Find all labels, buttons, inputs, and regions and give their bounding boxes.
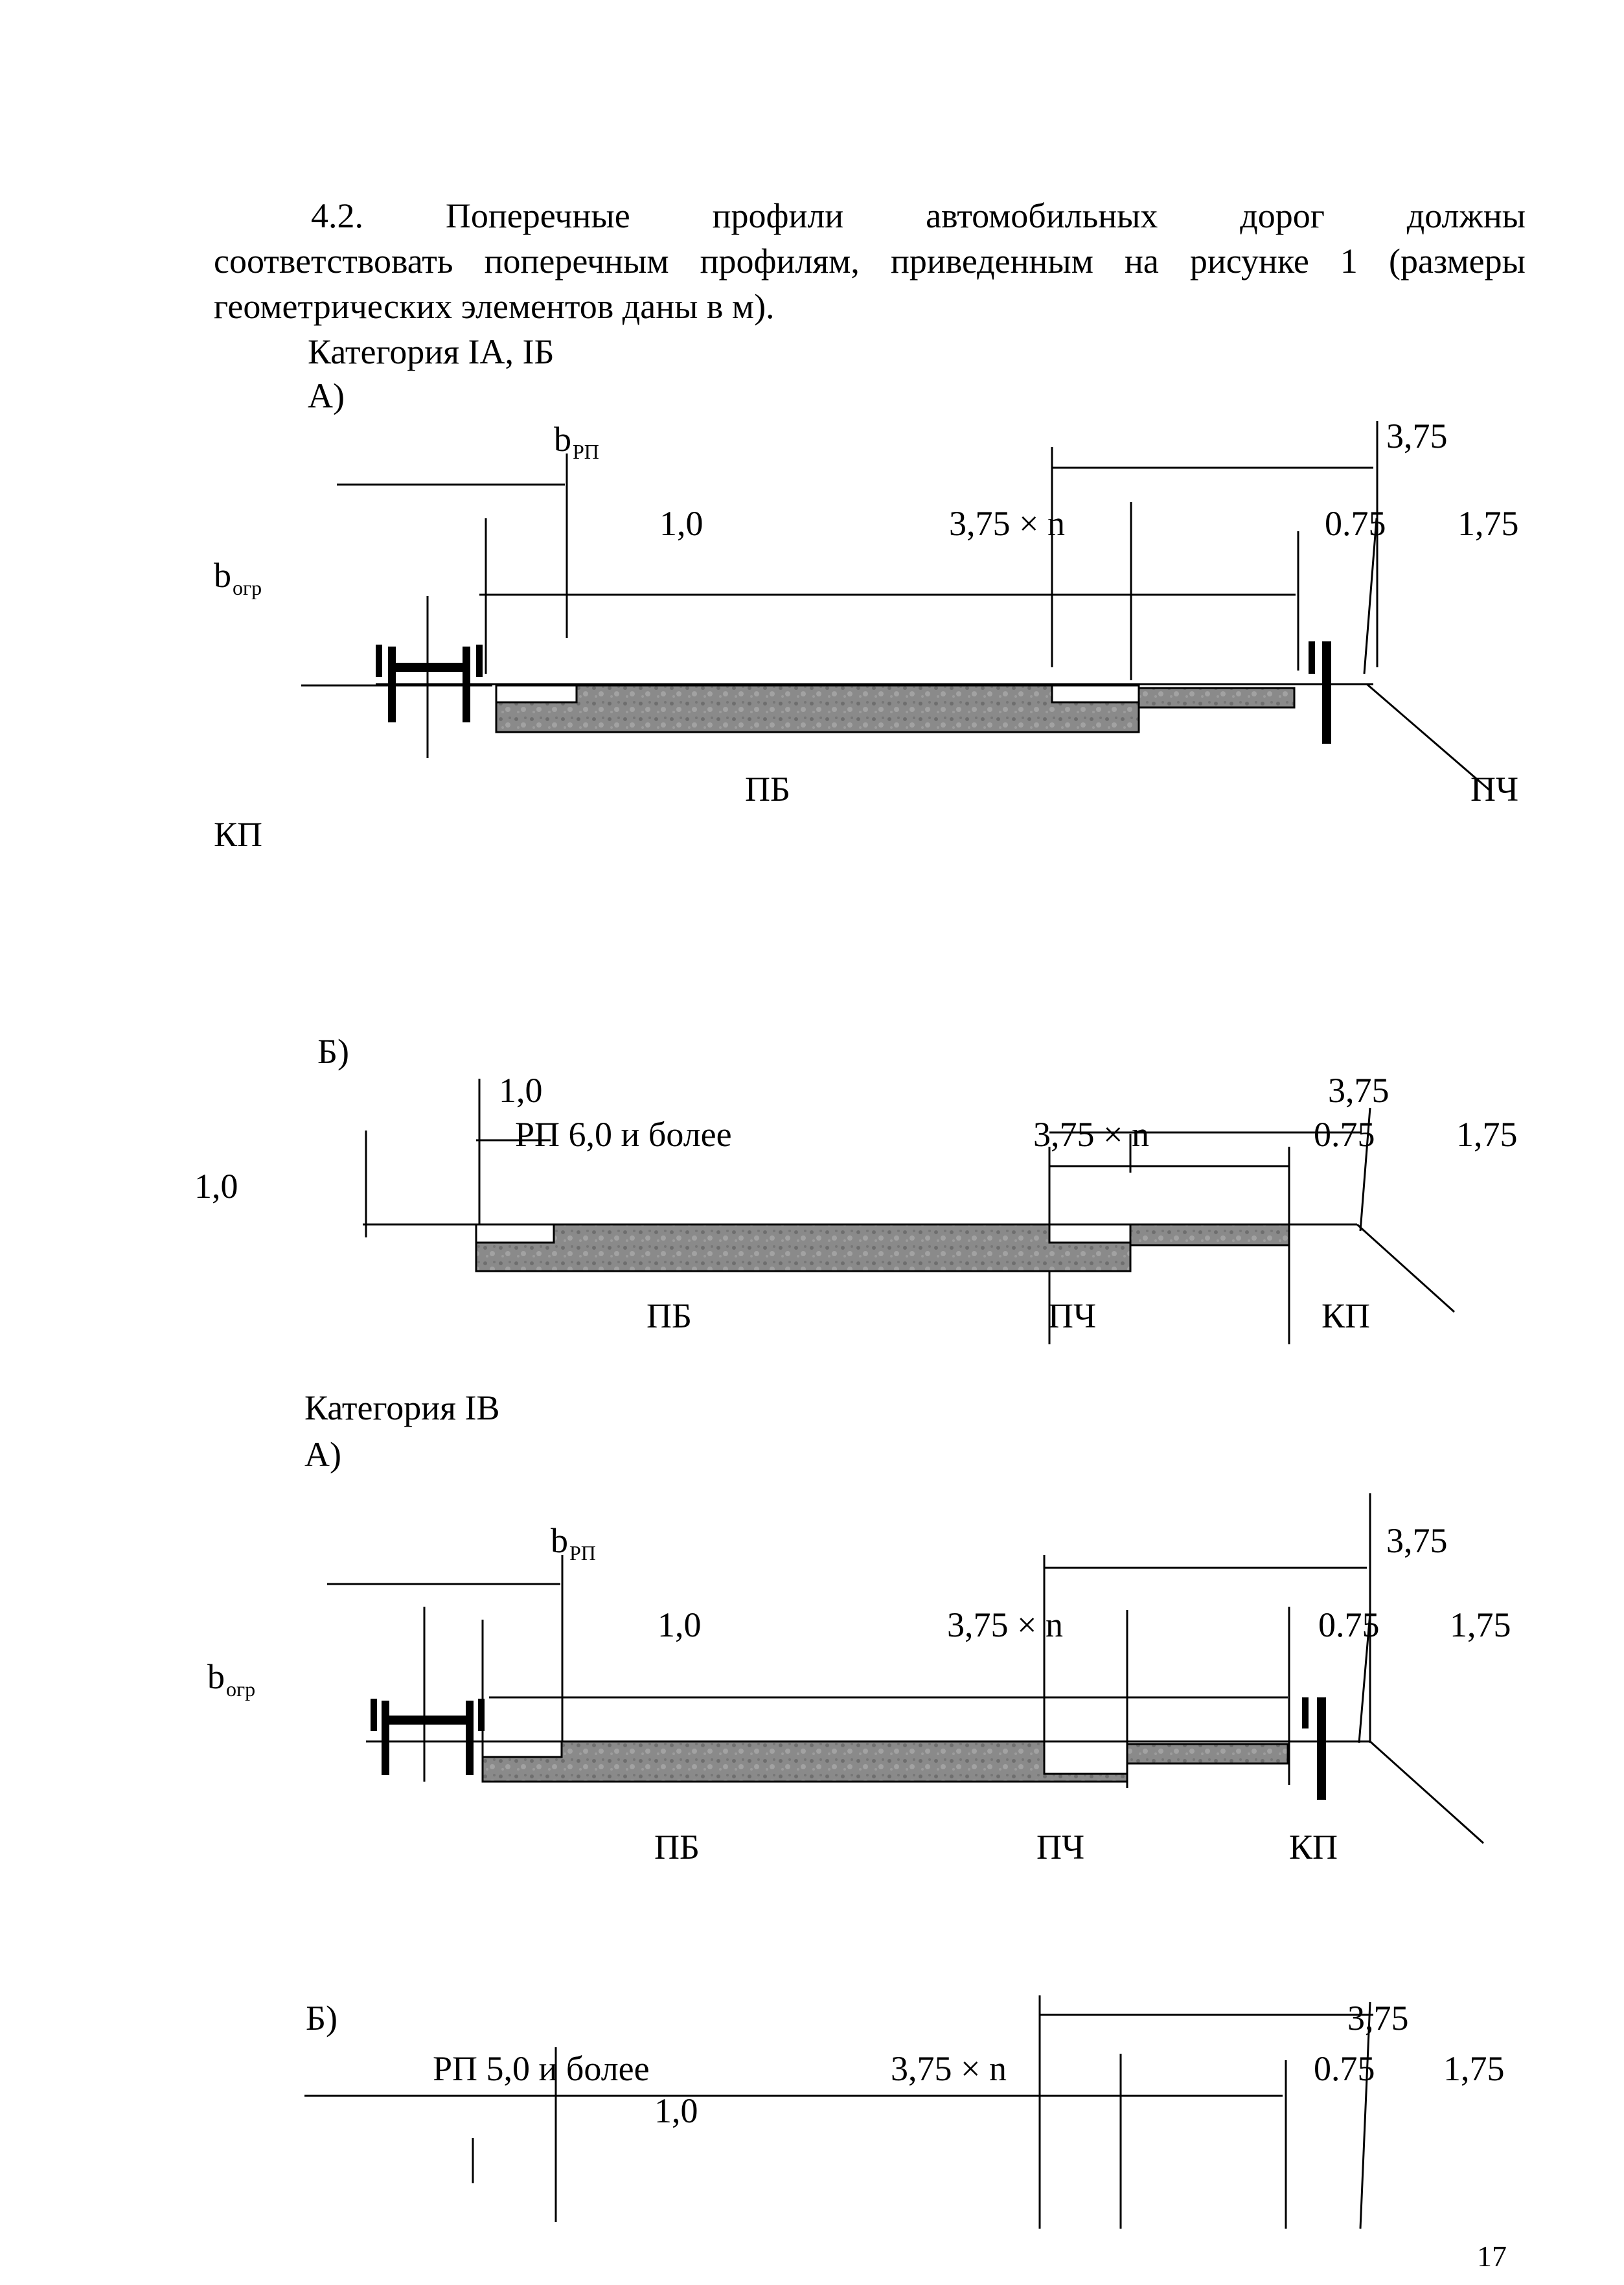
word: профилям, — [700, 242, 860, 281]
dimension-label: 1,75 — [1443, 2049, 1505, 2088]
shoulder-strip — [475, 1223, 555, 1244]
diagram-2a — [327, 1493, 1485, 1844]
page-number: 17 — [1477, 2240, 1507, 2273]
variant-label: Б) — [306, 1999, 337, 2038]
dimension-label: 3,75 × n — [947, 1605, 1063, 1644]
label-pch: ПЧ — [1470, 770, 1519, 809]
dimension-label: 0.75 — [1325, 504, 1386, 543]
symbol: b — [214, 556, 231, 595]
label-kp: КП — [214, 815, 263, 854]
category-heading: Категория IB — [304, 1388, 500, 1427]
label-kp: КП — [1289, 1828, 1338, 1866]
dimension-label: 3,75 — [1347, 1999, 1409, 2038]
word: рисунке — [1189, 242, 1309, 281]
label-pb: ПБ — [654, 1828, 700, 1866]
dimension-label: 0.75 — [1314, 2049, 1375, 2088]
b-rp-label: bРП — [551, 1519, 596, 1574]
shoulder-layer — [1126, 1743, 1289, 1765]
word: поперечным — [484, 242, 669, 281]
dimension-label: 1,0 — [659, 504, 703, 543]
b-rp-label: bРП — [554, 418, 599, 473]
dimension-label: 1,0 — [658, 1605, 702, 1644]
dimension-label: 3,75 × n — [949, 504, 1065, 543]
word: дорог — [1240, 196, 1325, 235]
variant-label: А) — [308, 376, 345, 415]
subscript: РП — [569, 1541, 596, 1565]
road-structure-layer — [495, 684, 1140, 733]
dimension-label: 3,75 — [1386, 417, 1448, 455]
dimension-label: 3,75 × n — [1033, 1115, 1149, 1154]
dimension-label: 1,0 — [499, 1071, 543, 1110]
dimension-label: 1,75 — [1458, 504, 1519, 543]
symbol: b — [207, 1657, 225, 1696]
symbol: b — [554, 420, 571, 459]
variant-label: Б) — [317, 1032, 349, 1071]
symbol: b — [551, 1521, 568, 1560]
shoulder-strip — [481, 1740, 563, 1758]
label-pb: ПБ — [745, 770, 791, 809]
dimension-label: 1,0 — [654, 2091, 698, 2130]
b-ogr-label: bогр — [207, 1655, 255, 1710]
intro-paragraph: 4.2. Поперечные профили автомобильных до… — [214, 193, 1526, 329]
subscript: огр — [226, 1677, 256, 1701]
word: автомобильных — [926, 196, 1158, 235]
diagram-2b — [304, 1995, 1373, 2229]
road-structure-layer — [481, 1740, 1128, 1783]
label-pch: ПЧ — [1048, 1296, 1097, 1335]
shoulder-layer — [1129, 1223, 1290, 1246]
word: приведенным — [890, 242, 1093, 281]
label-pb: ПБ — [646, 1296, 692, 1335]
dimension-label: 1,75 — [1456, 1115, 1518, 1154]
word: (размеры — [1388, 242, 1526, 281]
shoulder-strip — [1051, 684, 1140, 704]
diagram-1a — [301, 421, 1491, 792]
word: профили — [712, 196, 844, 235]
dimension-label: 3,75 — [1386, 1521, 1448, 1560]
rp-label: РП 6,0 и более — [515, 1115, 732, 1154]
category-heading: Категория IA, IБ — [308, 332, 555, 371]
variant-label: А) — [304, 1435, 341, 1474]
dimension-label: 3,75 × n — [891, 2049, 1007, 2088]
dimension-label: 1,75 — [1450, 1605, 1511, 1644]
word: 1 — [1340, 242, 1358, 281]
b-ogr-label: bогр — [214, 554, 262, 609]
dimension-label: 3,75 — [1328, 1071, 1390, 1110]
shoulder-strip — [495, 684, 578, 704]
paragraph-line-3: геометрических элементов даны в м). — [214, 284, 1526, 329]
shoulder-strip — [1043, 1740, 1128, 1775]
subscript: огр — [233, 576, 262, 599]
label-kp: КП — [1321, 1296, 1371, 1335]
subscript: РП — [573, 440, 599, 463]
dimension-label: 0.75 — [1314, 1115, 1375, 1154]
paragraph-line-1: 4.2. Поперечные профили автомобильных до… — [214, 193, 1526, 238]
paragraph-line-2: соответствовать поперечным профилям, при… — [214, 238, 1526, 284]
word: геометрических элементов даны в м). — [214, 287, 775, 326]
rp-label: РП 5,0 и более — [433, 2049, 650, 2088]
word: должны — [1406, 196, 1526, 235]
dimension-label: 0.75 — [1318, 1605, 1380, 1644]
label-pch: ПЧ — [1036, 1828, 1085, 1866]
road-structure-layer — [475, 1223, 1132, 1272]
shoulder-strip — [1048, 1223, 1132, 1244]
word: 4.2. — [311, 196, 363, 235]
word: Поперечные — [445, 196, 630, 235]
word: на — [1124, 242, 1159, 281]
dimension-label: 1,0 — [194, 1167, 238, 1206]
shoulder-layer — [1138, 687, 1296, 709]
word: соответствовать — [214, 242, 453, 281]
